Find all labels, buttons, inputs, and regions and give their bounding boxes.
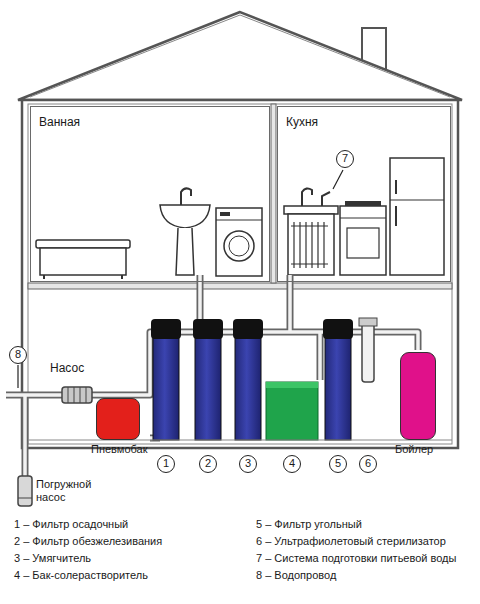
legend-line: 1 – Фильтр осадочный: [14, 518, 128, 531]
callout-number: 2: [199, 455, 217, 473]
pressure-tank: Пневмобак: [96, 398, 140, 440]
callout-number: 8: [9, 346, 27, 364]
legend-line: 5 – Фильтр угольный: [256, 518, 362, 531]
callout-number: 7: [336, 150, 354, 168]
room-box: Кухня: [277, 106, 451, 282]
room-name: Ванная: [39, 115, 80, 129]
room-box: Ванная: [30, 106, 270, 282]
part-name: Погружной насос: [36, 478, 106, 503]
callout-number: 5: [329, 455, 347, 473]
legend-line: 2 – Фильтр обезжелезивания: [14, 535, 162, 548]
part-name: Насос: [50, 362, 84, 376]
legend-line: 7 – Система подготовки питьевой воды: [256, 552, 456, 565]
legend-line: 4 – Бак-солерастворитель: [14, 569, 148, 582]
tank-name: Пневмобак: [91, 443, 147, 455]
callout-number: 4: [283, 455, 301, 473]
tank-name: Бойлер: [395, 443, 433, 455]
callout-number: 1: [157, 455, 175, 473]
room-name: Кухня: [286, 115, 318, 129]
legend-line: 6 – Ультрафиолетовый стерилизатор: [256, 535, 446, 548]
boiler-tank: Бойлер: [400, 352, 436, 440]
callout-number: 3: [239, 455, 257, 473]
legend-line: 8 – Водопровод: [256, 569, 336, 582]
legend-line: 3 – Умягчитель: [14, 552, 91, 565]
callout-number: 6: [359, 455, 377, 473]
